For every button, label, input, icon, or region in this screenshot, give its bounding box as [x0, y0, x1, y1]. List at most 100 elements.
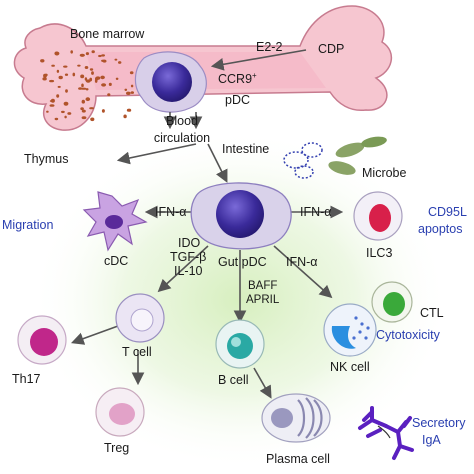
bone-marrow-label: Bone marrow — [70, 27, 145, 41]
marrow-dot — [65, 89, 68, 93]
e2-2-label: E2-2 — [256, 40, 283, 54]
marrow-dot — [64, 115, 67, 119]
ido-label: IDO — [178, 236, 201, 250]
intestine-label: Intestine — [222, 142, 270, 156]
gut-pdc-cell — [190, 182, 292, 250]
marrow-dot — [56, 94, 60, 98]
cd95l-label: CD95L — [428, 205, 467, 219]
ccr9-text: CCR9 — [218, 72, 253, 87]
plasma-cell — [261, 393, 331, 443]
marrow-dot — [81, 109, 86, 113]
april-label: APRIL — [246, 294, 280, 306]
marrow-dot — [72, 72, 76, 77]
marrow-dot — [129, 71, 134, 75]
marrow-dot — [79, 53, 85, 57]
treg-cell — [95, 387, 145, 437]
apoptosis-label: apoptos — [418, 222, 463, 236]
marrow-dot — [80, 107, 84, 111]
marrow-dot — [89, 68, 94, 71]
marrow-dot — [81, 87, 87, 90]
marrow-dot — [100, 75, 105, 80]
marrow-dot — [70, 50, 73, 54]
marrow-dot — [84, 66, 89, 69]
cdc-label: cDC — [104, 254, 129, 268]
marrow-dot — [77, 64, 81, 67]
marrow-dot — [94, 78, 98, 83]
marrow-dot — [63, 101, 69, 106]
plasma-cell-label: Plasma cell — [266, 452, 330, 466]
migration-label: Migration — [2, 218, 54, 232]
b-cell — [215, 319, 265, 369]
bone-marrow-dots — [40, 50, 134, 122]
marrow-dot — [101, 54, 105, 57]
bone-icon — [13, 5, 393, 131]
marrow-dot — [40, 59, 45, 63]
thymus-label: Thymus — [24, 152, 69, 166]
marrow-dot — [114, 58, 118, 61]
marrow-dot — [43, 73, 47, 78]
marrow-dot — [115, 77, 119, 81]
marrow-dot — [64, 73, 69, 76]
ifn-alpha-right-label: IFN-α — [300, 205, 332, 219]
ccr9-label: CCR9+ — [218, 69, 257, 86]
marrow-dot — [101, 109, 105, 113]
marrow-dot — [81, 99, 86, 104]
baff-label: BAFF — [248, 280, 278, 292]
marrow-dot — [130, 91, 134, 94]
marrow-dot — [78, 87, 83, 90]
nk-cell — [323, 303, 377, 357]
marrow-dot — [101, 83, 107, 87]
tgf-beta-label: TGF-β — [170, 250, 207, 264]
marrow-dot — [85, 79, 91, 83]
arrows — [70, 49, 344, 399]
marrow-dot — [108, 82, 112, 86]
blood-label: Blood — [166, 114, 198, 128]
ccr9-sup: + — [252, 71, 257, 80]
marrow-dot — [85, 97, 91, 102]
microbe-icon — [283, 136, 387, 179]
marrow-dot — [57, 85, 61, 88]
t-cell — [115, 293, 165, 343]
marrow-dot — [85, 52, 89, 56]
cdc-cell — [82, 191, 148, 252]
treg-label: Treg — [104, 441, 130, 455]
secretory-label: Secretory — [412, 416, 466, 430]
marrow-dot — [80, 74, 85, 79]
marrow-dot — [81, 83, 84, 88]
marrow-dot — [130, 84, 134, 88]
ctl-cell — [371, 281, 413, 323]
microbe-label: Microbe — [362, 166, 407, 180]
marrow-dot — [107, 93, 111, 97]
nk-cell-label: NK cell — [330, 360, 370, 374]
marrow-dot — [49, 79, 55, 83]
antibody-icon — [358, 406, 414, 460]
marrow-dot — [89, 107, 94, 110]
pdc-label: pDC — [225, 93, 251, 107]
il10-label: IL-10 — [174, 264, 203, 278]
marrow-pdc-cell — [134, 51, 207, 113]
marrow-dot — [42, 77, 47, 81]
b-cell-label: B cell — [218, 373, 249, 387]
marrow-dot — [126, 108, 132, 112]
th17-label: Th17 — [12, 372, 41, 386]
marrow-dot — [85, 88, 89, 91]
marrow-dot — [101, 59, 106, 62]
marrow-dot — [46, 110, 49, 113]
marrow-dot — [84, 77, 88, 81]
marrow-dot — [61, 110, 65, 114]
marrow-dot — [123, 114, 127, 119]
marrow-dot — [81, 116, 87, 120]
marrow-dot — [91, 50, 95, 54]
marrow-dot — [51, 64, 55, 67]
ilc3-label: ILC3 — [366, 246, 393, 260]
ilc3-cell — [353, 191, 403, 241]
marrow-dot — [98, 54, 102, 58]
marrow-dot — [54, 51, 58, 54]
ifn-alpha-nk-label: IFN-α — [286, 255, 318, 269]
marrow-dot — [118, 61, 122, 64]
t-cell-label: T cell — [122, 345, 152, 359]
marrow-dot — [50, 98, 55, 103]
ctl-label: CTL — [420, 306, 444, 320]
